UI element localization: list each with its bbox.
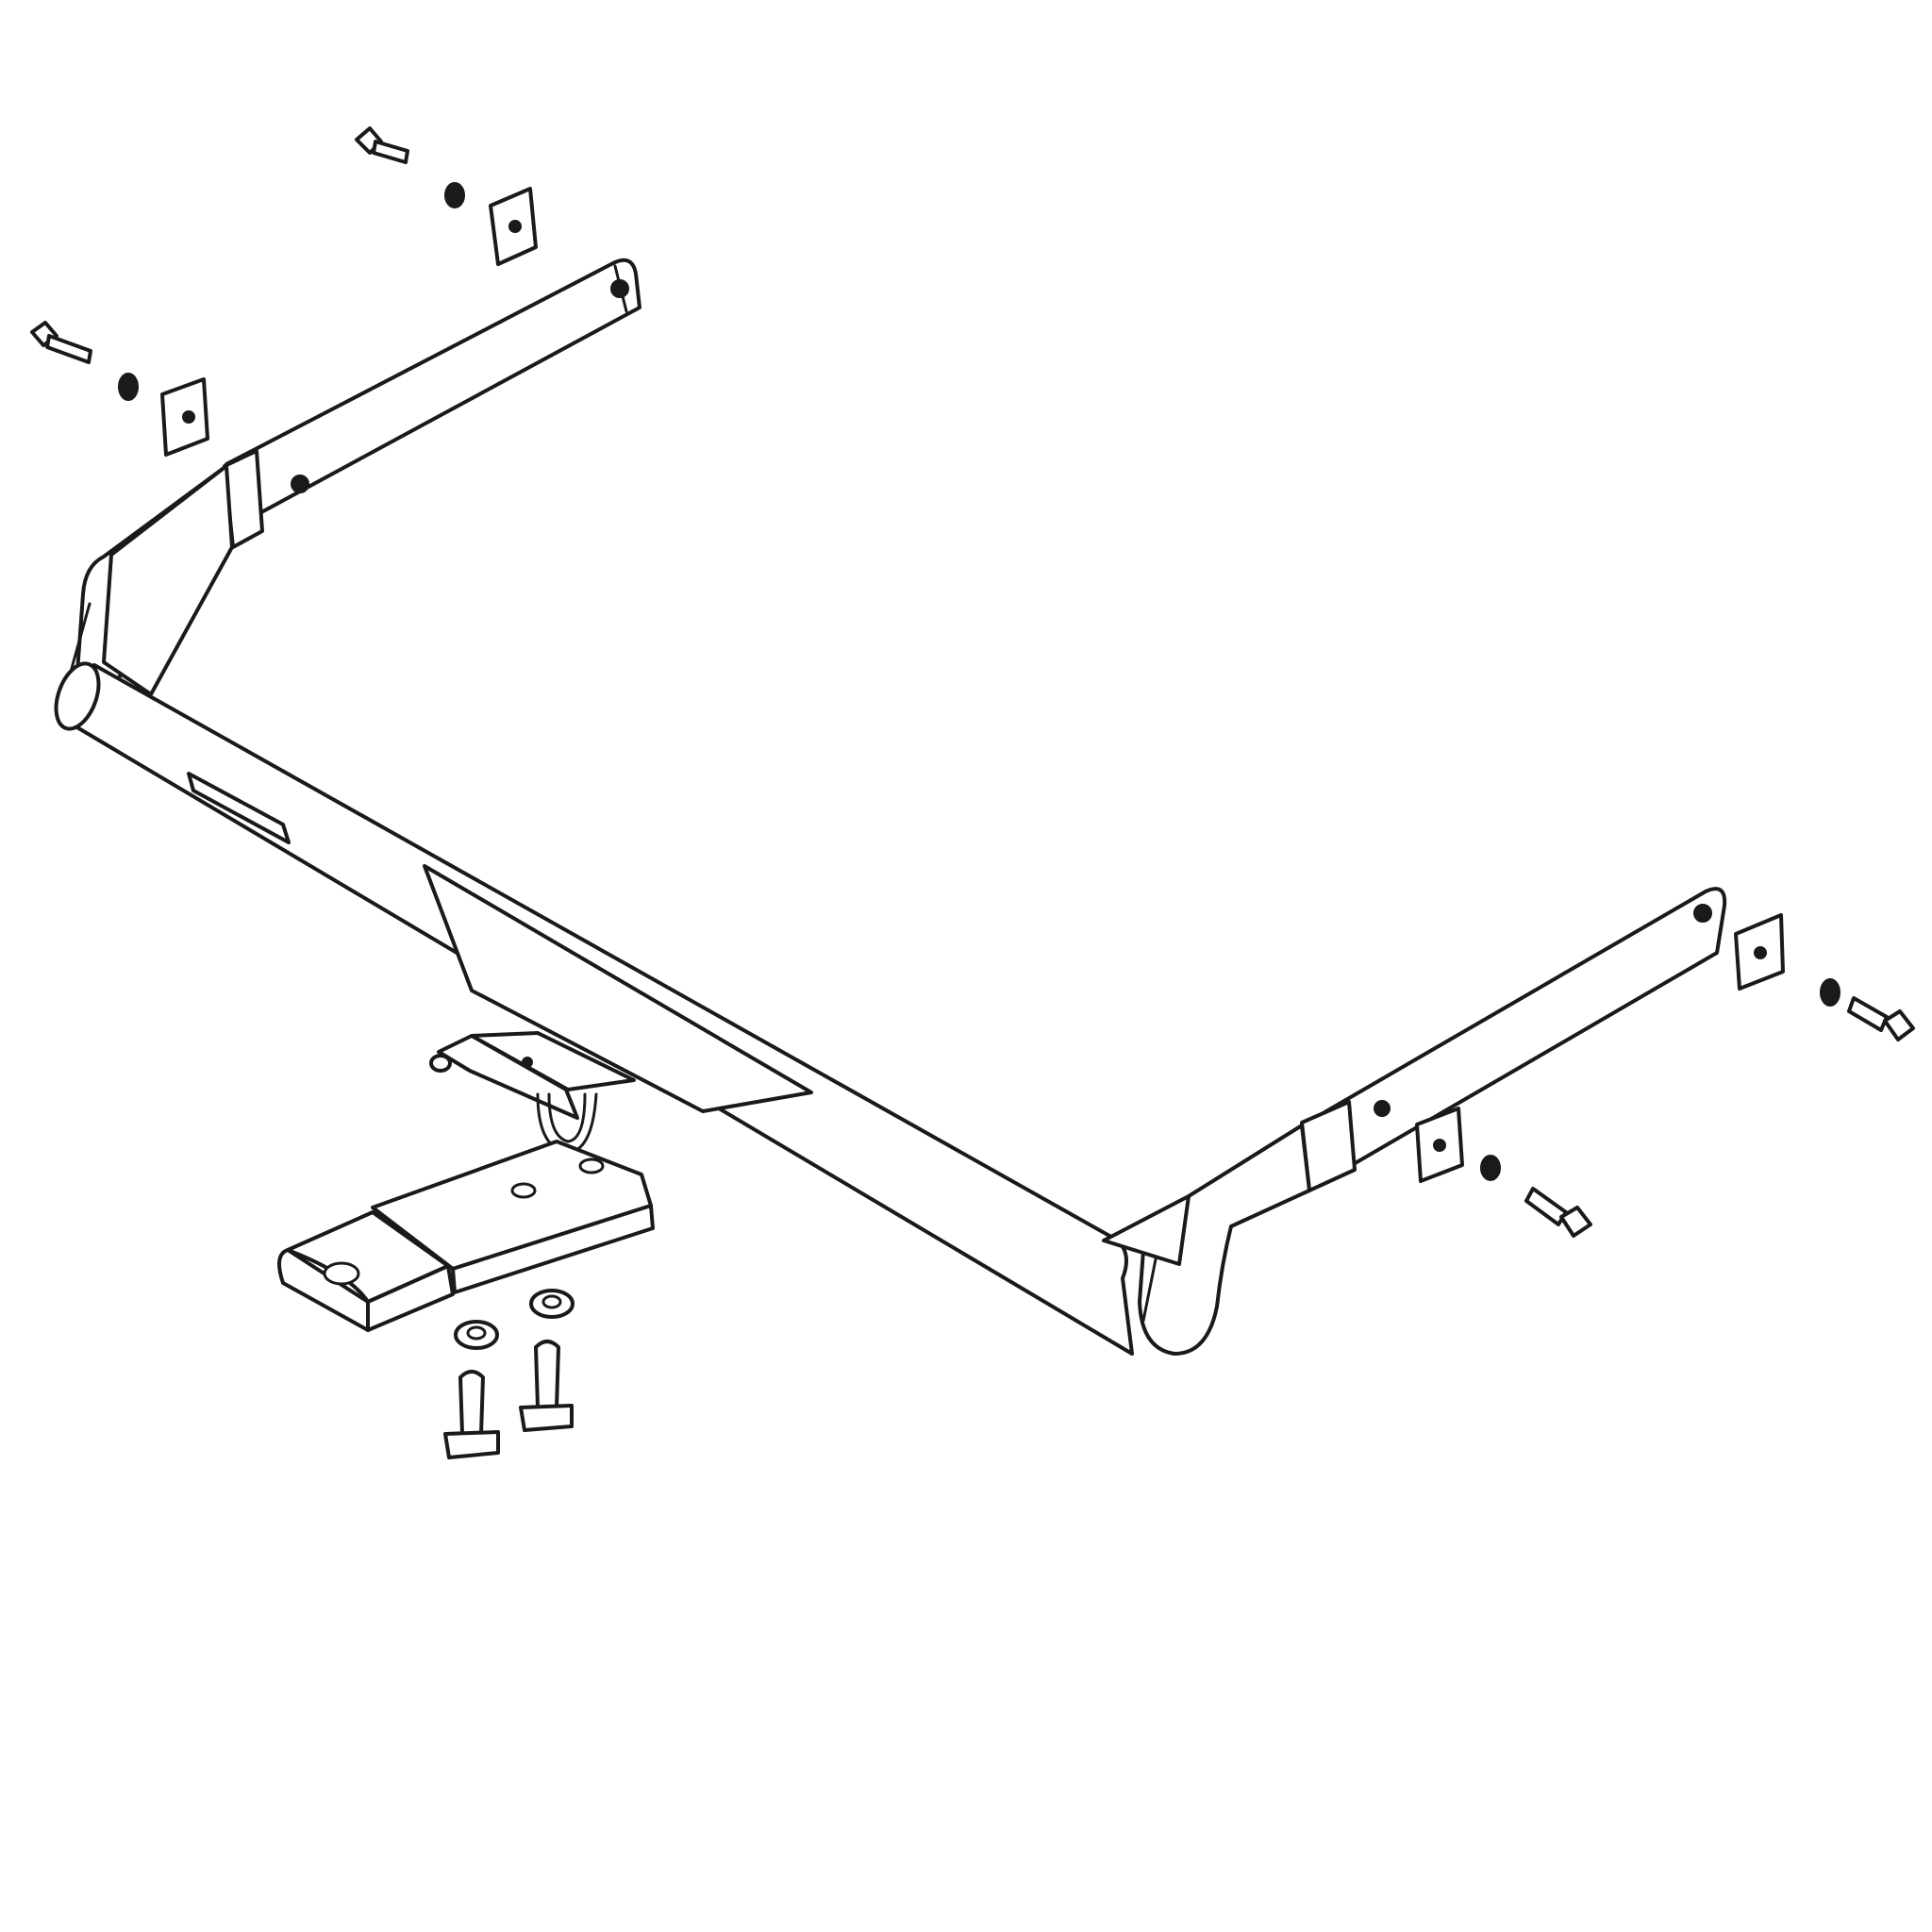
hex-bolt-icon [355, 126, 409, 164]
right-mounting-arm [1102, 887, 1727, 1356]
lock-washer-icon [444, 182, 465, 208]
bolt-hole-icon [291, 475, 309, 493]
bolt-hole-icon [610, 279, 629, 298]
lock-washer-icon [118, 373, 139, 401]
bolt-hole-icon [1374, 1100, 1391, 1117]
mounting-plate-icon [1415, 1107, 1464, 1183]
nut-icon [454, 1320, 499, 1350]
bolt-set-upper-right [1734, 913, 1915, 1041]
lock-washer-icon [1820, 978, 1840, 1007]
bolt-set-upper-left [355, 126, 538, 266]
lock-washer-icon [1480, 1155, 1501, 1181]
mounting-plate-icon [160, 377, 209, 457]
bolt-hole-icon [1693, 904, 1712, 923]
hex-bolt-icon [1524, 1187, 1592, 1238]
hex-bolt-icon [30, 321, 92, 364]
mounting-plate-icon [1734, 913, 1785, 991]
hex-bolt-icon [519, 1340, 574, 1432]
mounting-plate-icon [489, 187, 538, 266]
nut-icon [529, 1289, 575, 1319]
bolt-set-lower-left [30, 321, 209, 457]
left-mounting-arm [63, 258, 641, 730]
hex-bolt-icon [443, 1370, 500, 1459]
hex-bolt-icon [1847, 996, 1915, 1041]
drawbar-bolts [443, 1289, 575, 1459]
ball-mount-drawbar [277, 1031, 655, 1332]
crossbar [54, 661, 1134, 1356]
bolt-set-lower-right [1415, 1107, 1592, 1238]
